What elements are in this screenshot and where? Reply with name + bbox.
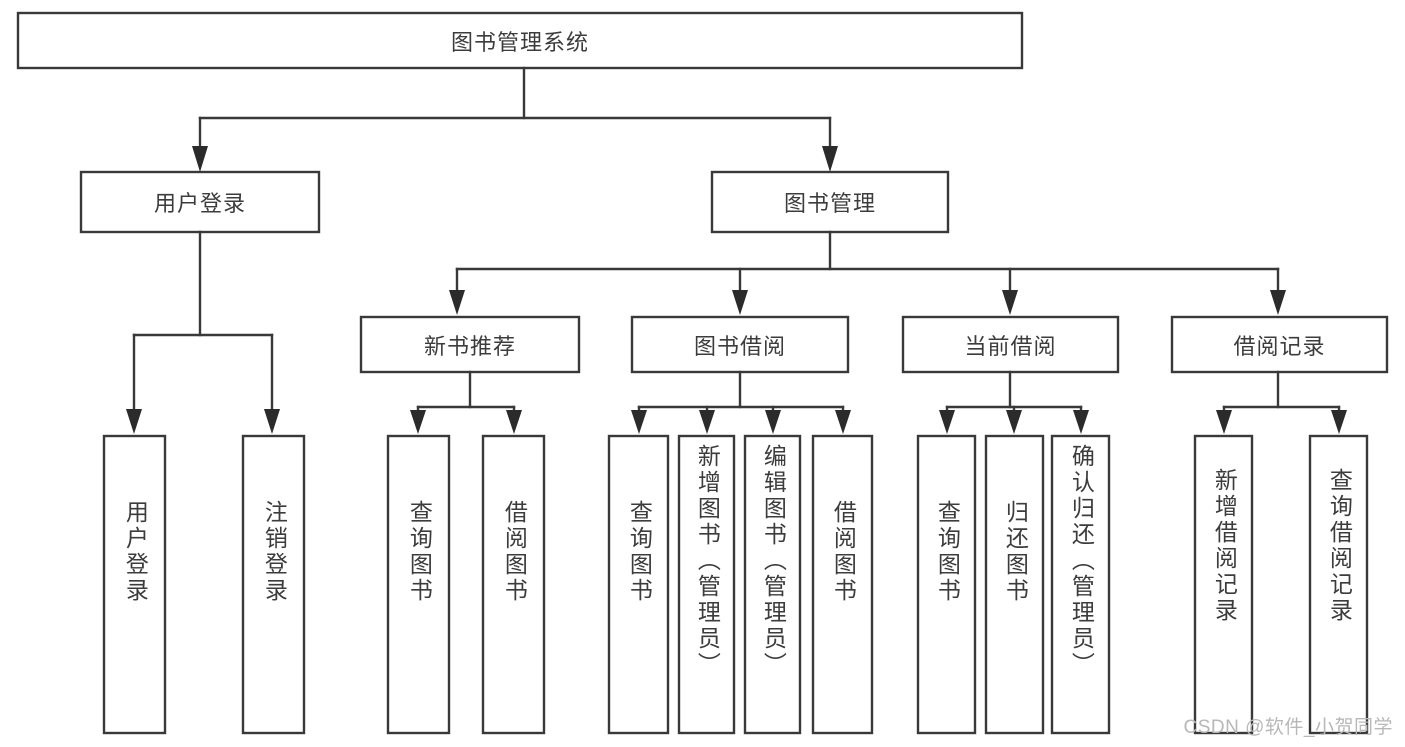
leaf-logout-box[interactable] xyxy=(241,434,306,735)
node-book-management-box[interactable] xyxy=(710,170,950,234)
leaf-query-book-1-box[interactable] xyxy=(386,434,451,735)
leaf-borrow-book-1-box[interactable] xyxy=(481,434,546,735)
leaf-return-book-box[interactable] xyxy=(984,434,1045,735)
leaf-query-book-3-box[interactable] xyxy=(916,434,977,735)
connector-root-to-level1 xyxy=(192,66,838,172)
connector-book-borrow-to-leaves xyxy=(631,370,851,434)
connector-new-book-recommend-to-leaves xyxy=(410,370,522,434)
leaf-user-login-box[interactable] xyxy=(102,434,167,735)
connector-borrow-record-to-leaves xyxy=(1216,370,1347,434)
node-current-borrow-box[interactable] xyxy=(901,315,1120,374)
node-user-login-box[interactable] xyxy=(79,170,321,234)
leaf-query-record-box[interactable] xyxy=(1308,434,1369,735)
node-new-book-recommend-box[interactable] xyxy=(359,315,581,374)
leaf-add-record-box[interactable] xyxy=(1193,434,1254,735)
leaf-confirm-return-box[interactable] xyxy=(1050,434,1111,735)
leaf-query-book-2-box[interactable] xyxy=(607,434,670,735)
connector-book-management-to-level2 xyxy=(449,230,1286,315)
connector-user-login-to-leaves xyxy=(126,230,280,434)
leaf-edit-book-box[interactable] xyxy=(743,434,802,735)
leaf-borrow-book-2-box[interactable] xyxy=(811,434,874,735)
leaf-add-book-box[interactable] xyxy=(677,434,736,735)
node-book-borrow-box[interactable] xyxy=(630,315,850,374)
connector-current-borrow-to-leaves xyxy=(939,370,1089,434)
node-root-box[interactable] xyxy=(16,11,1024,70)
node-borrow-record-box[interactable] xyxy=(1170,315,1389,374)
